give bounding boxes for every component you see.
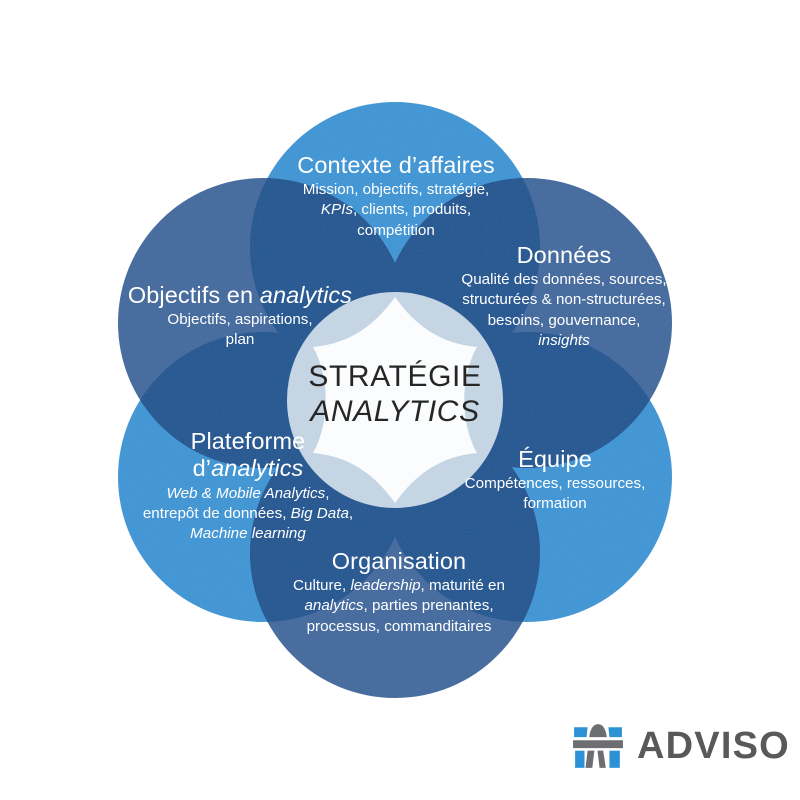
petal-label-organisation[interactable]: Organisation Culture, leadership, maturi…	[268, 548, 530, 637]
center-title-line1: STRATÉGIE	[308, 360, 482, 393]
petal-desc-objectifs: Objectifs, aspirations,plan	[167, 311, 313, 349]
center-title-line2: ANALYTICS	[310, 395, 480, 429]
petal-label-equipe[interactable]: Équipe Compétences, ressources,formation	[440, 446, 670, 515]
inukshuk-icon	[573, 724, 623, 768]
center-star-shape	[313, 297, 477, 503]
petal-title-contexte: Contexte d’affaires	[297, 152, 495, 178]
petal-title-organisation: Organisation	[331, 548, 467, 574]
center-label[interactable]: STRATÉGIE ANALYTICS	[288, 359, 502, 430]
petal-title-donnees: Données	[516, 242, 612, 268]
petal-title-equipe: Équipe	[518, 446, 592, 472]
petal-desc-equipe: Compétences, ressources,formation	[464, 475, 646, 513]
petal-desc-plateforme: Web & Mobile Analytics,entrepôt de donné…	[142, 484, 354, 542]
petal-label-objectifs[interactable]: Objectifs en analytics Objectifs, aspira…	[112, 282, 368, 351]
petal-desc-donnees: Qualité des données, sources,structurées…	[461, 271, 667, 349]
petal-title-objectifs: Objectifs en analytics	[127, 282, 353, 308]
petal-label-donnees[interactable]: Données Qualité des données, sources,str…	[443, 242, 685, 351]
petal-desc-contexte: Mission, objectifs, stratégie,KPIs, clie…	[302, 181, 490, 239]
adviso-logo[interactable]: ADVISO	[572, 720, 790, 772]
adviso-wordmark: ADVISO	[637, 725, 790, 767]
petal-label-contexte[interactable]: Contexte d’affaires Mission, objectifs, …	[272, 152, 520, 241]
